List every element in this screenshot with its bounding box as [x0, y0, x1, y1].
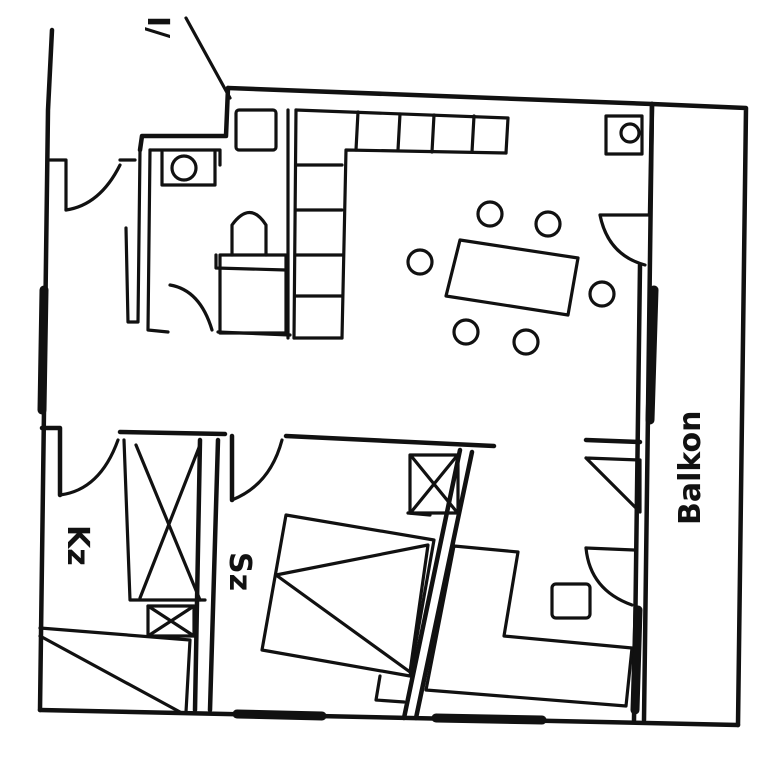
annotation-pointer: [184, 16, 232, 100]
partition-walls: [39, 425, 643, 721]
label-balcony: Balkon: [673, 410, 708, 525]
desk: [424, 544, 634, 708]
bedroom-furniture: [260, 453, 460, 704]
label-child-room: Kz: [60, 525, 95, 566]
dining-table: [406, 200, 616, 356]
child-room-wardrobe: [38, 438, 207, 714]
entrance-door: [48, 158, 137, 212]
bathroom: [124, 108, 298, 340]
balcony-door: [598, 213, 650, 267]
label-bedroom: Sz: [222, 552, 257, 591]
kitchen-counter: [292, 108, 644, 340]
label-top-partial: I/: [140, 16, 175, 38]
windows: [37, 285, 659, 725]
